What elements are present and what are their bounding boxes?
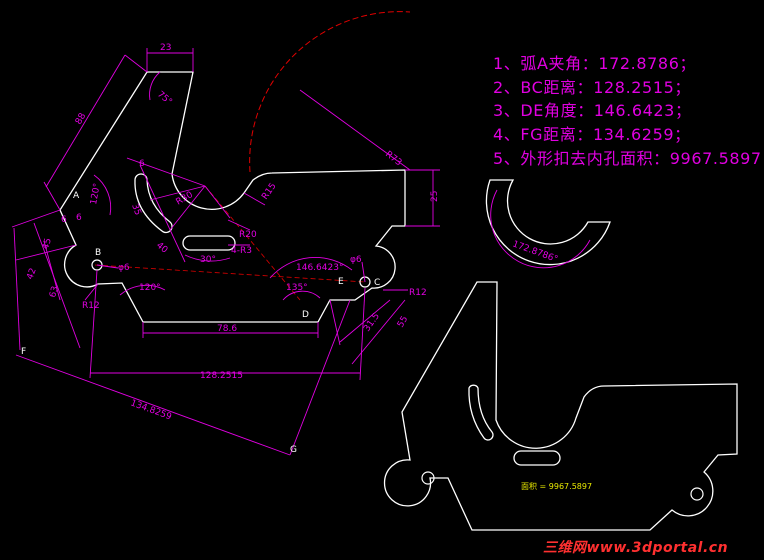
dim-40: 40 (154, 241, 169, 256)
dim-phi6-right: φ6 (350, 255, 362, 265)
hole-c (359, 276, 371, 288)
dim-6a: 6 (139, 159, 145, 169)
result-area: 5、外形扣去内孔面积：9967.5897 (493, 148, 762, 168)
dim-35: 35 (129, 203, 142, 217)
dim-r20: R20 (239, 230, 257, 240)
construction-line (204, 185, 301, 301)
result-fg-distance: 4、FG距离：134.6259； (493, 125, 691, 145)
dim-120-top: 120° (89, 182, 103, 205)
area-part-hole-right (690, 487, 704, 501)
dim-45: 45 (41, 237, 54, 251)
dim-128: 128.2515 (200, 371, 243, 381)
dim-31-5: 31.5 (362, 312, 382, 334)
dimensioned-part: 23 75° 88 120° 6 6 6 35 40 45 R30 42 30°… (11, 11, 440, 456)
dim-55: 55 (396, 315, 410, 330)
dim-78-6: 78.6 (217, 324, 237, 334)
dim-r12-left: R12 (82, 301, 100, 311)
area-part-slot-arc (468, 384, 494, 441)
dim-25: 25 (430, 191, 440, 202)
label-d: D (302, 310, 309, 320)
arc-a-dimension (490, 189, 591, 269)
area-part-hole-left (421, 471, 435, 485)
label-f: F (21, 347, 26, 357)
result-bc-distance: 2、BC距离：128.2515； (493, 77, 691, 97)
dim-75: 75° (155, 90, 174, 108)
dim-6c: 6 (61, 215, 67, 225)
dim-30: 30° (200, 255, 216, 265)
area-part: 面积 = 9967.5897 (383, 281, 738, 531)
dim-135: 135° (286, 283, 308, 293)
construction-line (94, 264, 366, 283)
label-b: B (95, 248, 101, 258)
watermark: 三维网www.3dportal.cn (543, 540, 729, 556)
dim-134: 134.8259 (129, 398, 173, 422)
result-arc-angle: 1、弧A夹角：172.8786； (493, 54, 697, 73)
area-part-slot-straight (513, 450, 561, 466)
results-list: 1、弧A夹角：172.8786； 2、BC距离：128.2515； 3、DE角度… (493, 52, 762, 171)
dim-r12-right: R12 (409, 288, 427, 298)
dim-23: 23 (160, 43, 171, 53)
label-c: C (374, 278, 380, 288)
inner-slot-arc (134, 173, 173, 234)
label-g: G (290, 445, 297, 455)
dim-4r3: 4-R3 (231, 246, 252, 256)
inner-slot-straight (182, 235, 236, 251)
label-a: A (73, 191, 80, 201)
dim-63: 63 (48, 285, 61, 299)
arc-a-shape (485, 179, 611, 266)
label-e: E (338, 277, 344, 287)
dim-phi6-left: φ6 (118, 263, 130, 273)
dim-120-bottom: 120° (139, 283, 161, 293)
dim-6b: 6 (76, 213, 82, 223)
area-label: 面积 = 9967.5897 (521, 481, 592, 491)
dim-42: 42 (25, 267, 38, 281)
dim-r73: R73 (383, 149, 403, 168)
arc-a-detail: 172.8786° (485, 179, 611, 269)
area-part-outline (383, 281, 738, 531)
dimension-lines (11, 48, 440, 456)
dim-88: 88 (74, 111, 89, 126)
part-outline (59, 71, 406, 323)
construction-arc-r73 (249, 11, 411, 173)
result-de-angle: 3、DE角度：146.6423； (493, 101, 692, 121)
dim-r15: R15 (260, 181, 278, 201)
dim-146: 146.6423° (296, 263, 343, 273)
